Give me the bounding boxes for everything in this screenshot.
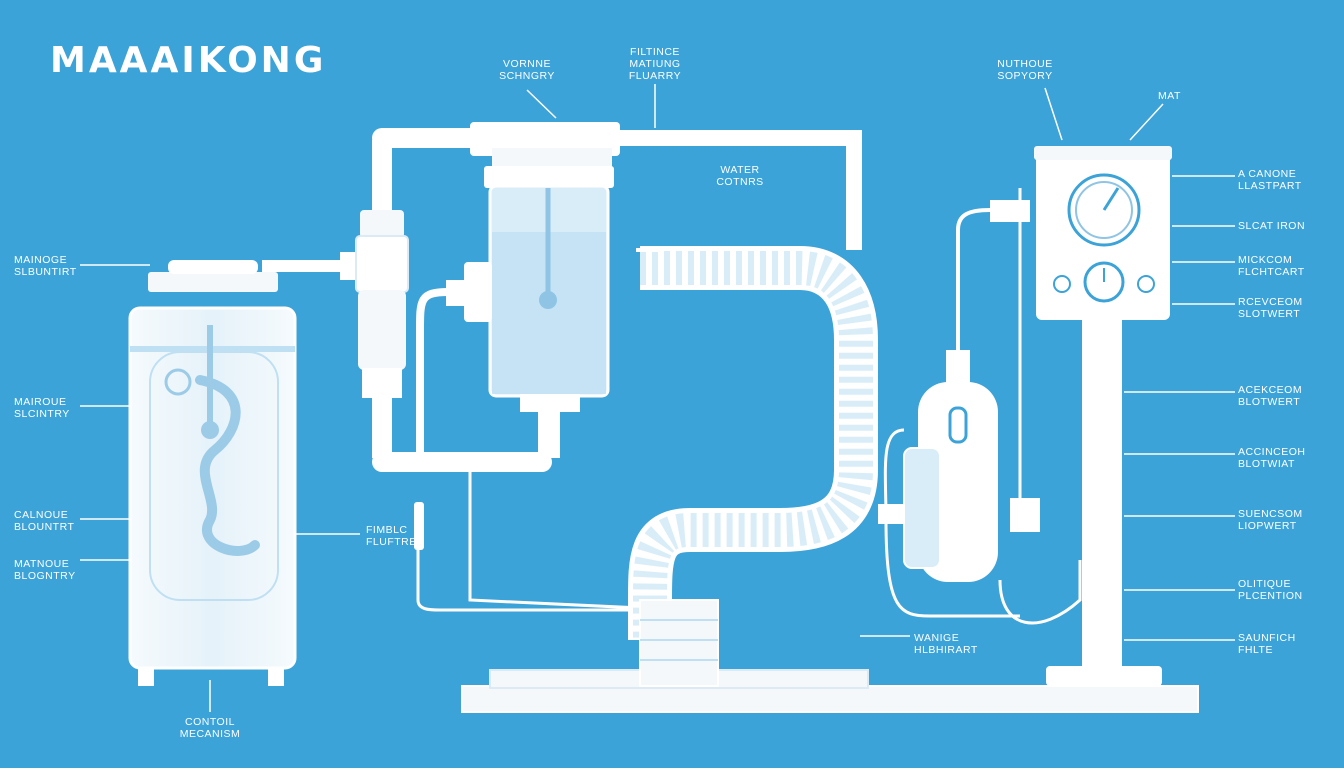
label-line: VORNNE <box>503 58 551 70</box>
gauge-column <box>1034 146 1172 686</box>
pipe-top <box>600 130 862 146</box>
label-line: NUTHOUE <box>997 58 1053 70</box>
segmented-hose-outer <box>628 246 878 640</box>
label-line: OLITIQUE <box>1238 578 1292 590</box>
label-right-2: SLCAT IRON <box>1238 220 1306 232</box>
label-right-4: RCEVCEOM SLOTWERT <box>1238 296 1303 320</box>
label-line: FLUFTRE <box>366 536 417 548</box>
label-line: MATNOUE <box>14 558 70 570</box>
label-top-center: FILTINCE MATIUNG FLUARRY <box>629 46 681 82</box>
label-right-5: ACEKCEOM BLOTWERT <box>1238 384 1302 408</box>
label-line: SOPYORY <box>997 70 1053 82</box>
label-left-4: MATNOUE BLOGNTRY <box>14 558 76 582</box>
label-line: PLCENTION <box>1238 590 1303 602</box>
label-line: BLOTWERT <box>1238 396 1301 408</box>
label-line: BLOTWIAT <box>1238 458 1295 470</box>
pipe-tank-out <box>262 260 340 272</box>
label-line: MATIUNG <box>629 58 681 70</box>
label-line: SAUNFICH <box>1238 632 1296 644</box>
label-line: LIOPWERT <box>1238 520 1297 532</box>
label-line: A CANONE <box>1238 168 1297 180</box>
label-mid-left: FIMBLC FLUFTRE <box>366 524 417 548</box>
label-line: WANIGE <box>914 632 960 644</box>
label-left-3: CALNOUE BLOUNTRT <box>14 509 74 533</box>
label-line: COTNRS <box>716 176 764 188</box>
label-mat: MAT <box>1158 90 1181 102</box>
label-line: FLCHTCART <box>1238 266 1305 278</box>
label-line: SLOTWERT <box>1238 308 1301 320</box>
label-line: RCEVCEOM <box>1238 296 1303 308</box>
label-line: HLBHIRART <box>914 644 978 656</box>
label-line: BLOUNTRT <box>14 521 75 533</box>
label-line: CALNOUE <box>14 509 69 521</box>
label-line: MICKCOM <box>1238 254 1293 266</box>
label-top-right: NUTHOUE SOPYORY <box>997 58 1052 82</box>
leader-lines <box>80 84 1235 712</box>
label-line: CONTOIL <box>185 716 235 728</box>
label-line: FLUARRY <box>628 70 682 82</box>
filter-housing <box>446 122 620 458</box>
diagram-title: MAAAIKONG <box>50 40 327 81</box>
label-right-8: OLITIQUE PLCENTION <box>1238 578 1303 602</box>
label-right-3: MICKCOM FLCHTCART <box>1238 254 1305 278</box>
label-top-left: VORNNE SCHNGRY <box>499 58 555 82</box>
label-left-2: MAIROUE SLCINTRY <box>14 396 70 420</box>
label-right-6: ACCINCEOH BLOTWIAT <box>1238 446 1306 470</box>
label-line: LLASTPART <box>1238 180 1302 192</box>
pipe-thin-2 <box>416 530 640 612</box>
label-line: BLOGNTRY <box>14 570 76 582</box>
label-line: MECANISM <box>179 728 241 740</box>
pump-unit <box>878 188 1082 625</box>
label-left-1: MAINOGE SLBUNTIRT <box>14 254 77 278</box>
label-line: FHLTE <box>1238 644 1273 656</box>
storage-tank <box>128 260 297 686</box>
label-line: WATER <box>720 164 760 176</box>
base-platform <box>461 685 1199 713</box>
label-bottom-left: CONTOIL MECANISM <box>180 716 241 740</box>
label-line: MAIROUE <box>14 396 67 408</box>
label-line: ACCINCEOH <box>1238 446 1306 458</box>
label-right-1: A CANONE LLASTPART <box>1238 168 1302 192</box>
pipe-loop-left <box>416 288 449 470</box>
label-right-7: SUENCSOM LIOPWERT <box>1238 508 1303 532</box>
label-line: FILTINCE <box>630 46 680 58</box>
pipe-thin-1 <box>468 470 641 610</box>
label-line: ACEKCEOM <box>1238 384 1303 396</box>
label-bottom-center: WANIGE HLBHIRART <box>914 632 978 656</box>
label-line: SLCINTRY <box>14 408 70 420</box>
label-line: SCHNGRY <box>499 70 555 82</box>
label-line: SUENCSOM <box>1238 508 1303 520</box>
label-line: MAINOGE <box>14 254 68 266</box>
inline-cartridge <box>355 128 552 472</box>
segmented-hose-inner <box>633 251 873 640</box>
label-water: WATER COTNRS <box>716 164 763 188</box>
label-line: FIMBLC <box>366 524 408 536</box>
label-line: SLBUNTIRT <box>14 266 77 278</box>
label-right-9: SAUNFICH FHLTE <box>1238 632 1296 656</box>
hose-base-block <box>639 599 719 687</box>
